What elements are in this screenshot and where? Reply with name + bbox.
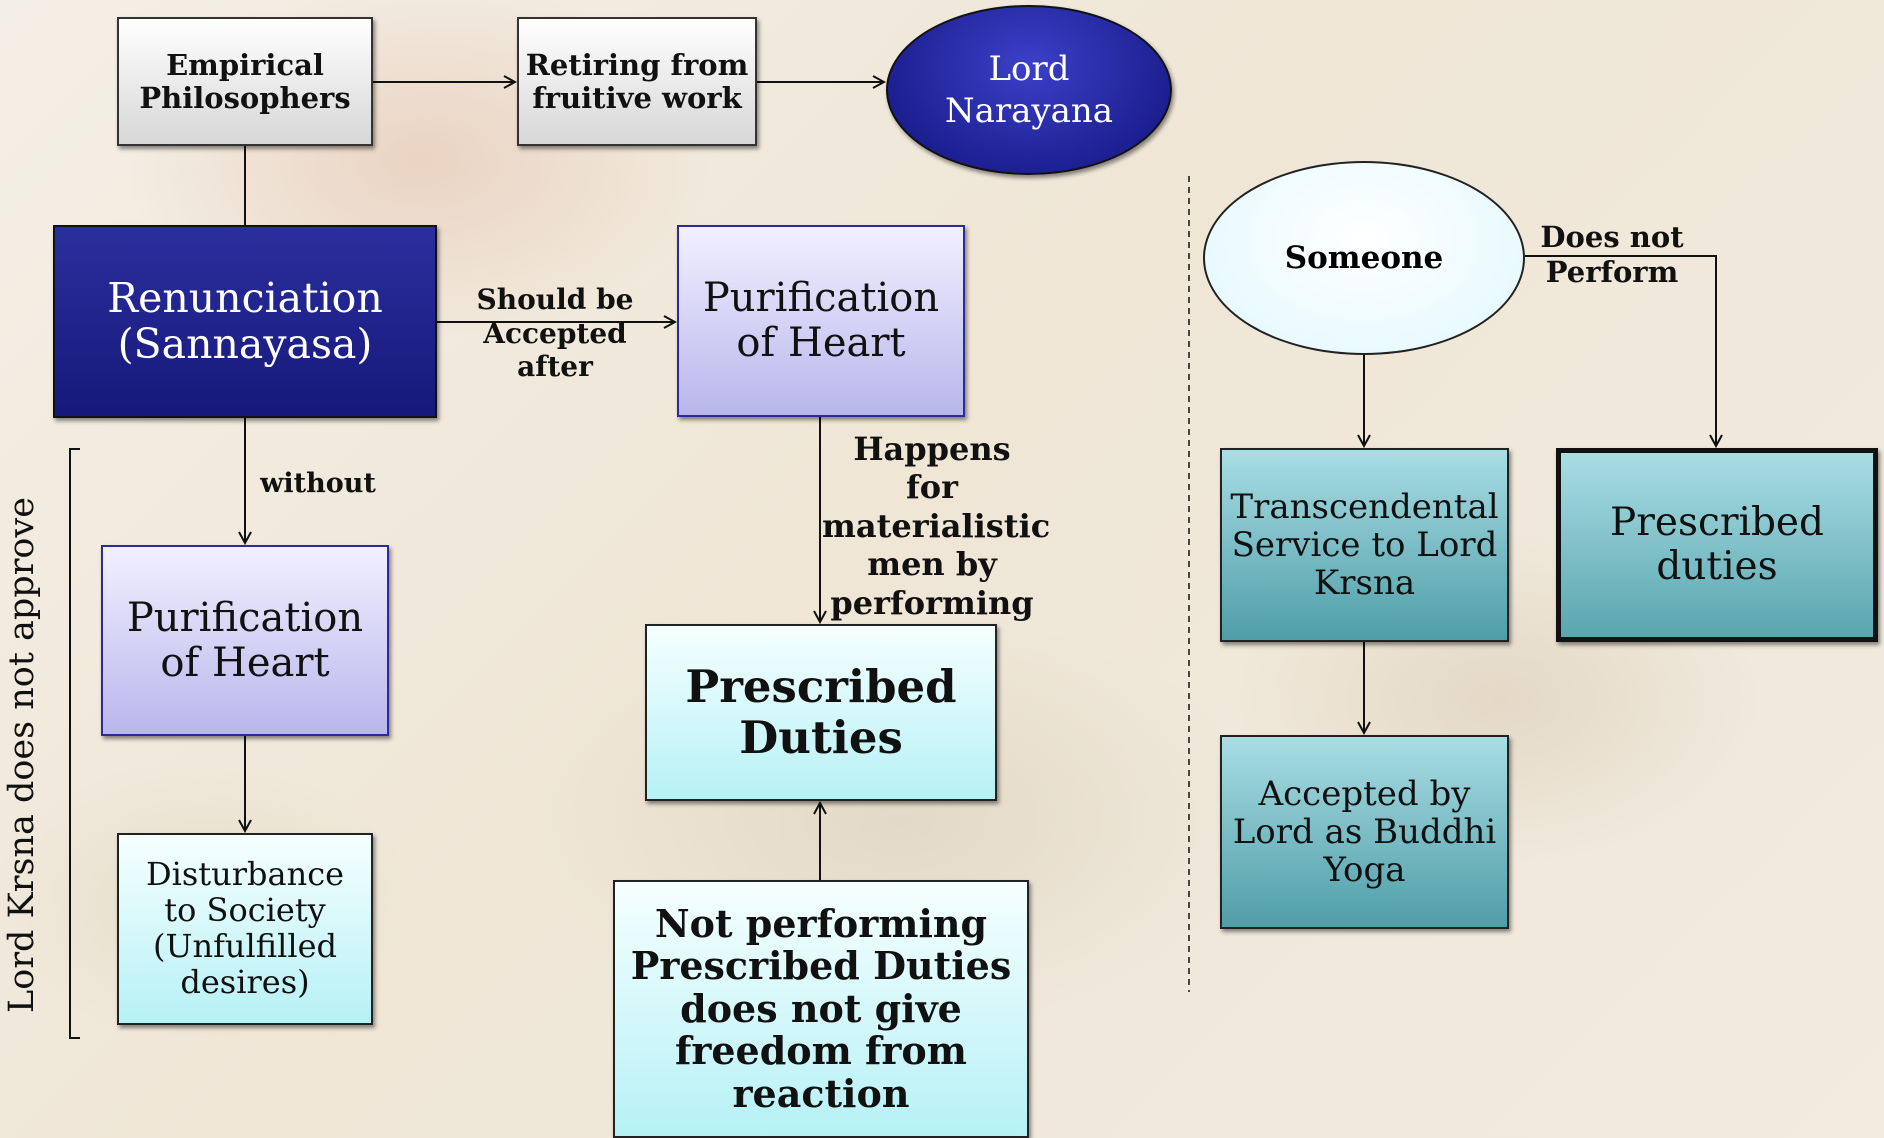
side-label-text: Lord Krsna does not approve [2, 497, 42, 1013]
node-someone: Someone [1203, 161, 1525, 355]
node-renunciation: Renunciation (Sannayasa) [53, 225, 437, 418]
arrow-someone-to-prescribed [1525, 255, 1716, 446]
node-accepted-as-buddhi-yoga: Accepted by Lord as Buddhi Yoga [1220, 735, 1509, 929]
node-transcendental-service: Transcendental Service to Lord Krsna [1220, 448, 1509, 642]
label-without: without [260, 468, 376, 499]
label-should-be-accepted-after: Should be Accepted after [476, 283, 634, 384]
node-not-performing-prescribed-duties: Not performing Prescribed Duties does no… [613, 880, 1029, 1138]
node-purification-of-heart-top: Purification of Heart [677, 225, 965, 417]
label-does-not-perform: Does not Perform [1540, 220, 1684, 289]
bracket-left [69, 448, 80, 1039]
node-disturbance-to-society: Disturbance to Society (Unfulfilled desi… [117, 833, 373, 1025]
node-prescribed-duties-center: Prescribed Duties [645, 624, 997, 801]
node-lord-narayana: Lord Narayana [886, 5, 1172, 175]
label-happens-for-materialistic: Happens for materialistic men by perform… [822, 430, 1051, 622]
node-empirical-philosophers: Empirical Philosophers [117, 17, 373, 146]
node-purification-of-heart-left: Purification of Heart [101, 545, 389, 736]
node-retiring-fruitive-work: Retiring from fruitive work [517, 17, 757, 146]
node-prescribed-duties-right: Prescribed duties [1556, 448, 1878, 642]
